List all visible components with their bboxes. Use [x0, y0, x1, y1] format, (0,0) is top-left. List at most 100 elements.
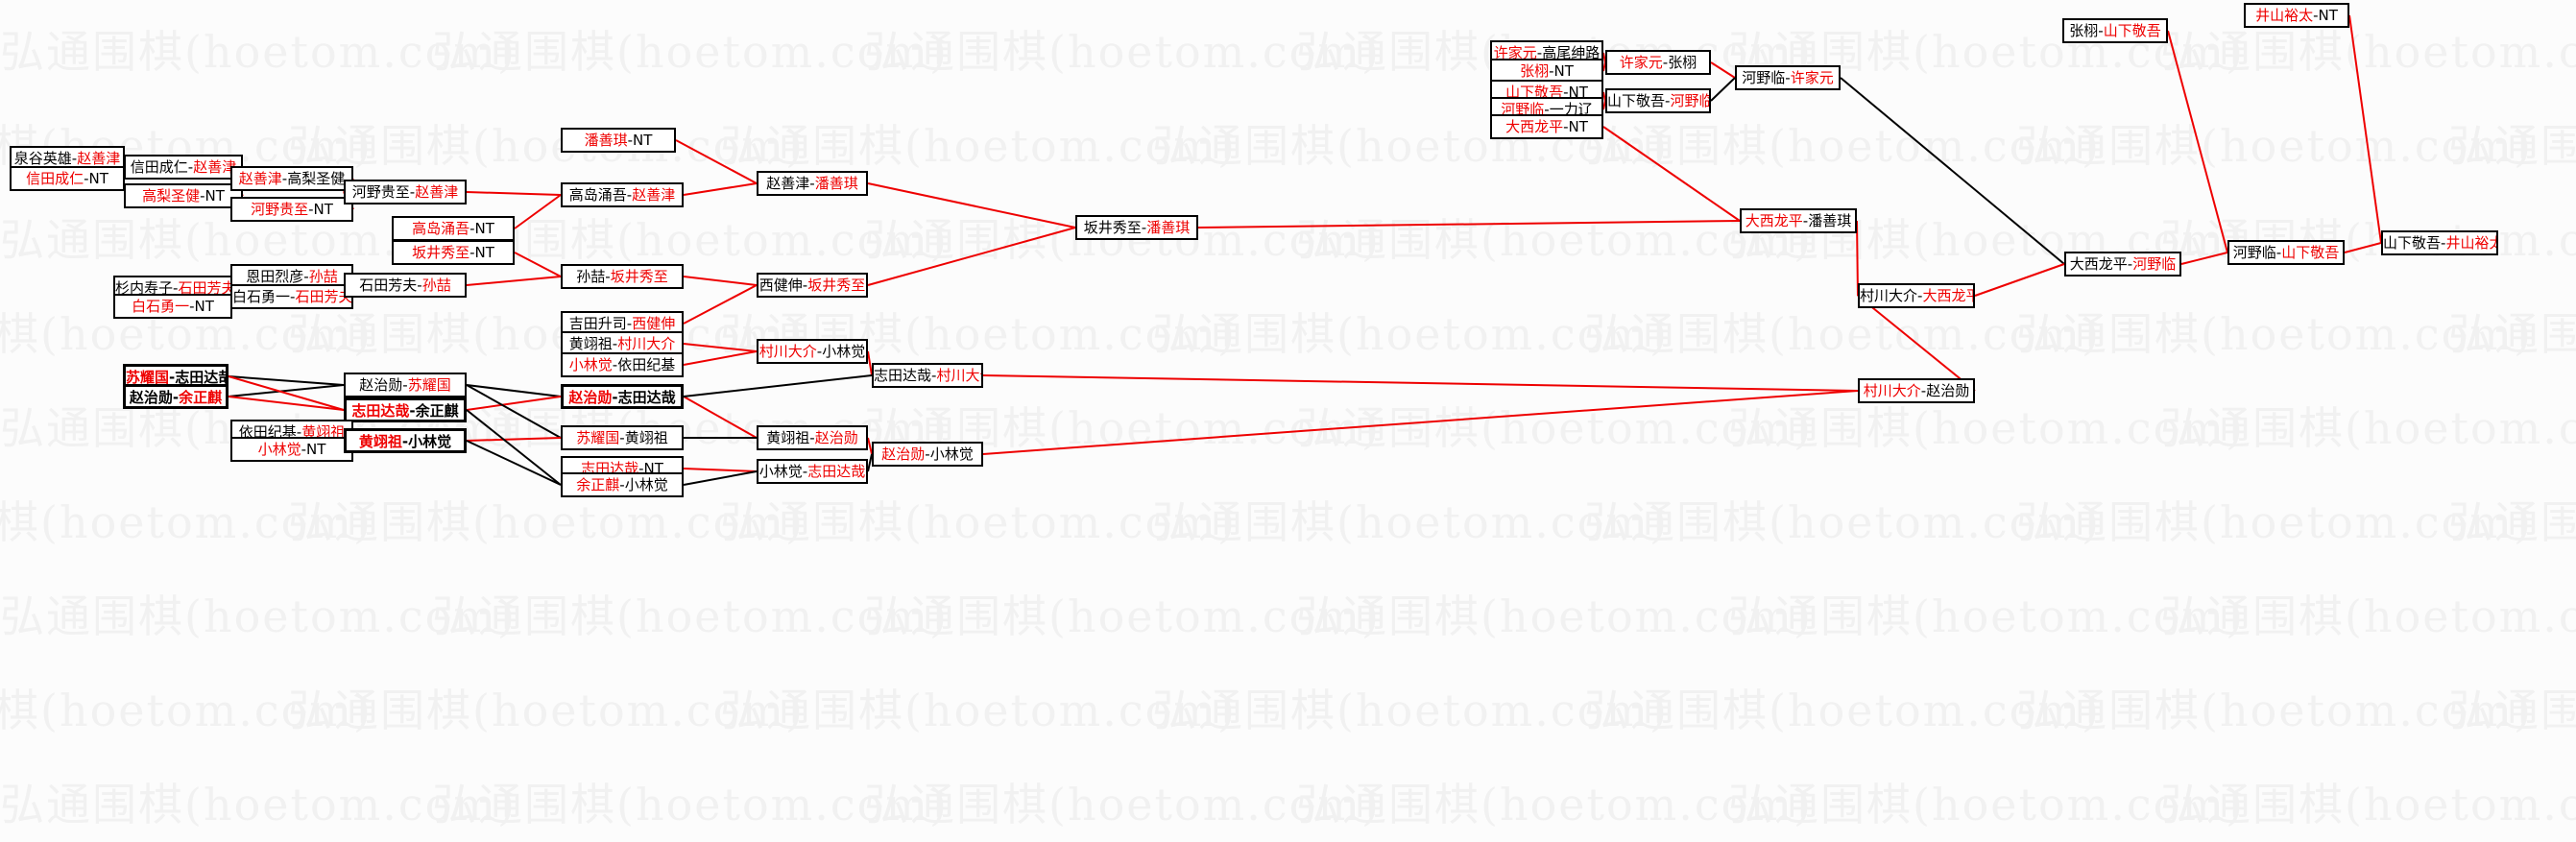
- match-box[interactable]: 山下敬吾-井山裕太: [2381, 230, 2498, 255]
- bracket-connector: [867, 182, 1076, 229]
- match-box[interactable]: 信田成仁-NT: [10, 166, 125, 191]
- match-separator: -: [931, 367, 937, 384]
- match-box[interactable]: 坂井秀至-潘善琪: [1075, 215, 1198, 240]
- match-separator: -: [2313, 7, 2319, 24]
- match-box[interactable]: 余正麒-小林觉: [561, 472, 684, 497]
- match-box[interactable]: 许家元-张栩: [1605, 50, 1711, 75]
- match-box[interactable]: 村川大介-大西龙平: [1858, 283, 1975, 308]
- match-box[interactable]: 黄翊祖-小林觉: [344, 428, 467, 453]
- match-box[interactable]: 黄翊祖-村川大介: [561, 331, 684, 356]
- player-left: 志田达哉: [874, 367, 932, 384]
- player-left: 高岛涌吾: [568, 186, 627, 204]
- player-left: 许家元: [1619, 54, 1663, 71]
- match-separator: -: [1785, 69, 1791, 86]
- player-left: 吉田升司: [568, 315, 627, 332]
- match-box[interactable]: 大西龙平-潘善琪: [1740, 208, 1857, 233]
- bracket-connector: [228, 375, 345, 411]
- bracket-connector: [1710, 77, 1736, 102]
- match-separator: -: [1917, 287, 1923, 304]
- player-left: 黄翊祖: [358, 433, 402, 450]
- match-box[interactable]: 信田成仁-赵善津: [124, 155, 243, 180]
- match-box[interactable]: 志田达哉-余正麒: [344, 397, 467, 422]
- player-left: 许家元: [1493, 44, 1537, 61]
- match-box[interactable]: 小林觉-NT: [230, 437, 353, 462]
- player-left: 河野贵至: [251, 201, 309, 218]
- player-left: 村川大介: [1863, 382, 1921, 399]
- player-left: 赵善津: [238, 170, 282, 187]
- match-box[interactable]: 孙喆-坂井秀至: [561, 264, 684, 289]
- match-box[interactable]: 河野临-许家元: [1735, 65, 1841, 90]
- player-right: 许家元: [1790, 69, 1834, 86]
- player-left: 井山裕太: [2255, 7, 2314, 24]
- match-separator: -: [809, 429, 815, 446]
- match-box[interactable]: 黄翊祖-赵治勋: [757, 425, 868, 450]
- match-box[interactable]: 白石勇一-石田芳夫: [230, 284, 353, 309]
- player-right: 坂井秀至: [610, 268, 668, 285]
- bracket-connector: [675, 139, 758, 184]
- player-left: 赵治勋: [568, 389, 613, 406]
- match-box[interactable]: 志田达哉-村川大介: [872, 363, 983, 388]
- match-box[interactable]: 赵治勋-苏耀国: [344, 373, 467, 397]
- player-right: 高尾绅路: [1542, 44, 1601, 61]
- match-box[interactable]: 小林觉-志田达哉: [757, 459, 868, 484]
- match-box[interactable]: 赵善津-潘善琪: [757, 171, 868, 196]
- match-box[interactable]: 山下敬吾-河野临: [1605, 88, 1711, 113]
- player-left: 赵治勋: [129, 389, 173, 406]
- match-separator: -: [71, 150, 78, 167]
- match-box[interactable]: 张栩-NT: [1490, 59, 1603, 84]
- bracket-connector: [228, 375, 345, 386]
- match-box[interactable]: 河野临-山下敬吾: [2227, 240, 2345, 265]
- match-box[interactable]: 西健伸-坂井秀至: [757, 273, 868, 298]
- match-separator: -: [1563, 84, 1569, 101]
- match-box[interactable]: 高岛涌吾-NT: [392, 216, 515, 241]
- match-box[interactable]: 赵治勋-志田达哉: [561, 384, 684, 409]
- match-box[interactable]: 坂井秀至-NT: [392, 240, 515, 265]
- match-separator: -: [290, 288, 296, 305]
- player-left: 孙喆: [576, 268, 606, 285]
- match-box[interactable]: 赵治勋-余正麒: [123, 384, 229, 409]
- match-box[interactable]: 高岛涌吾-赵善津: [561, 182, 684, 207]
- player-left: 白石勇一: [132, 298, 190, 315]
- match-box[interactable]: 石田芳夫-孙喆: [344, 273, 467, 298]
- player-right: NT: [2318, 7, 2338, 24]
- player-right: NT: [1568, 84, 1588, 101]
- match-separator: -: [1544, 101, 1550, 118]
- player-right: 孙喆: [308, 268, 338, 285]
- match-box[interactable]: 张栩-山下敬吾: [2062, 18, 2168, 43]
- match-box[interactable]: 井山裕太-NT: [2244, 3, 2349, 28]
- match-box[interactable]: 村川大介-赵治勋: [1858, 378, 1975, 403]
- match-separator: -: [401, 433, 409, 450]
- player-left: 河野贵至: [351, 183, 410, 201]
- player-right: 赵善津: [77, 150, 121, 167]
- player-left: 赵治勋: [359, 376, 403, 394]
- player-right: 石田芳夫: [295, 288, 353, 305]
- player-left: 余正麒: [576, 476, 620, 493]
- bracket-connector: [683, 284, 758, 325]
- match-separator: -: [173, 279, 179, 297]
- match-box[interactable]: 苏耀国-志田达哉: [123, 364, 229, 389]
- match-box[interactable]: 村川大介-小林觉: [757, 339, 868, 364]
- match-box[interactable]: 白石勇一-NT: [113, 294, 232, 319]
- match-box[interactable]: 赵善津-高梨圣健: [230, 166, 353, 191]
- player-left: 河野临: [2232, 244, 2276, 261]
- player-left: 泉谷英雄: [13, 150, 72, 167]
- match-box[interactable]: 高梨圣健-NT: [124, 183, 243, 208]
- bracket-connector: [867, 453, 873, 472]
- match-separator: -: [308, 201, 314, 218]
- match-separator: -: [417, 277, 422, 294]
- bracket-connector: [1602, 126, 1741, 222]
- match-box[interactable]: 赵治勋-小林觉: [872, 442, 983, 467]
- match-box[interactable]: 大西龙平-河野临: [2064, 252, 2181, 277]
- player-right: 一力辽: [1549, 101, 1593, 118]
- match-separator: -: [2441, 234, 2446, 252]
- match-box[interactable]: 小林觉-依田纪基: [561, 352, 684, 377]
- match-box[interactable]: 河野贵至-NT: [230, 197, 353, 222]
- match-box[interactable]: 苏耀国-黄翊祖: [561, 425, 684, 450]
- match-separator: -: [1141, 219, 1147, 236]
- match-separator: -: [802, 277, 808, 294]
- match-separator: -: [84, 170, 89, 187]
- match-box[interactable]: 大西龙平-NT: [1490, 114, 1603, 139]
- match-box[interactable]: 潘善琪-NT: [561, 128, 676, 153]
- match-box[interactable]: 河野贵至-赵善津: [344, 180, 467, 204]
